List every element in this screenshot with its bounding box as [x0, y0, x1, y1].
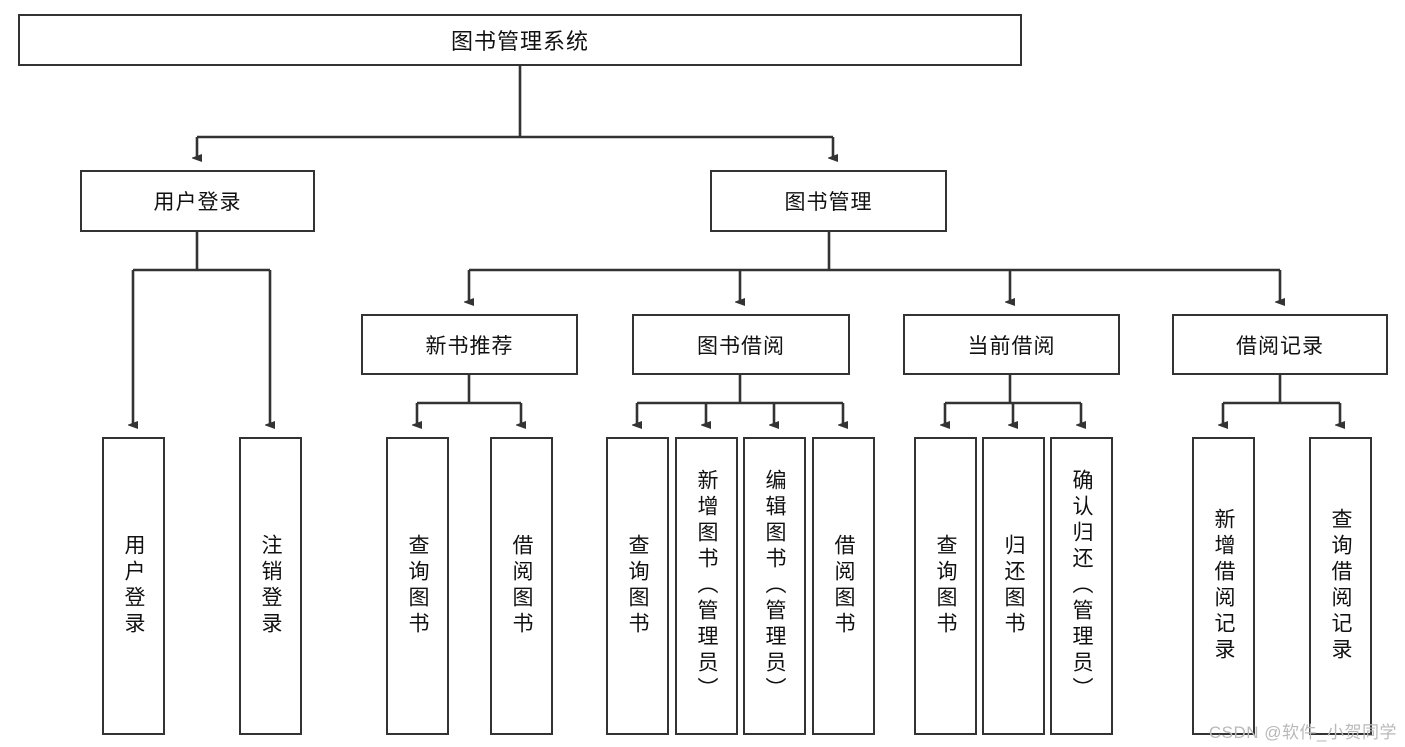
leaf-user-login-logout-label: 注销登录: [259, 534, 282, 638]
leaf-current-borrow-confirm-return-label: 确认归还（管理员）: [1070, 469, 1093, 703]
node-root-label: 图书管理系统: [450, 29, 589, 54]
leaf-book-borrow-query[interactable]: 查询图书: [606, 437, 669, 735]
leaf-new-book-borrow[interactable]: 借阅图书: [490, 437, 553, 735]
watermark: CSDN @软件_小贺同学: [1208, 723, 1397, 742]
node-new-book-recommend[interactable]: 新书推荐: [361, 314, 578, 375]
leaf-user-login-logout[interactable]: 注销登录: [239, 437, 302, 735]
leaf-current-borrow-query[interactable]: 查询图书: [914, 437, 977, 735]
node-user-login[interactable]: 用户登录: [80, 170, 315, 232]
leaf-book-borrow-borrow[interactable]: 借阅图书: [812, 437, 875, 735]
node-current-borrow[interactable]: 当前借阅: [903, 314, 1120, 375]
leaf-book-borrow-borrow-label: 借阅图书: [832, 534, 855, 638]
leaf-current-borrow-return[interactable]: 归还图书: [982, 437, 1045, 735]
leaf-record-add-label: 新增借阅记录: [1212, 508, 1235, 664]
leaf-current-borrow-query-label: 查询图书: [934, 534, 957, 638]
leaf-current-borrow-confirm-return[interactable]: 确认归还（管理员）: [1050, 437, 1113, 735]
leaf-record-query-label: 查询借阅记录: [1329, 508, 1352, 664]
node-book-manage-label: 图书管理: [784, 191, 873, 214]
leaf-new-book-borrow-label: 借阅图书: [510, 534, 533, 638]
leaf-new-book-query-label: 查询图书: [406, 534, 429, 638]
node-current-borrow-label: 当前借阅: [967, 334, 1056, 358]
node-root[interactable]: 图书管理系统: [18, 14, 1022, 66]
leaf-current-borrow-return-label: 归还图书: [1002, 534, 1025, 638]
node-borrow-record[interactable]: 借阅记录: [1172, 314, 1388, 375]
leaf-user-login-login[interactable]: 用户登录: [102, 437, 165, 735]
node-borrow-record-label: 借阅记录: [1236, 334, 1324, 358]
leaf-record-query[interactable]: 查询借阅记录: [1309, 437, 1372, 735]
leaf-new-book-query[interactable]: 查询图书: [386, 437, 449, 735]
node-new-book-recommend-label: 新书推荐: [425, 334, 514, 358]
node-book-borrow-label: 图书借阅: [697, 334, 785, 358]
node-book-borrow[interactable]: 图书借阅: [632, 314, 850, 375]
node-book-manage[interactable]: 图书管理: [710, 170, 947, 232]
node-user-login-label: 用户登录: [153, 191, 242, 214]
leaf-book-borrow-add[interactable]: 新增图书（管理员）: [675, 437, 738, 735]
leaf-book-borrow-query-label: 查询图书: [626, 534, 649, 638]
leaf-user-login-login-label: 用户登录: [122, 534, 145, 638]
leaf-book-borrow-edit[interactable]: 编辑图书（管理员）: [743, 437, 806, 735]
leaf-record-add[interactable]: 新增借阅记录: [1192, 437, 1255, 735]
leaf-book-borrow-add-label: 新增图书（管理员）: [695, 469, 718, 703]
leaf-book-borrow-edit-label: 编辑图书（管理员）: [763, 469, 786, 703]
